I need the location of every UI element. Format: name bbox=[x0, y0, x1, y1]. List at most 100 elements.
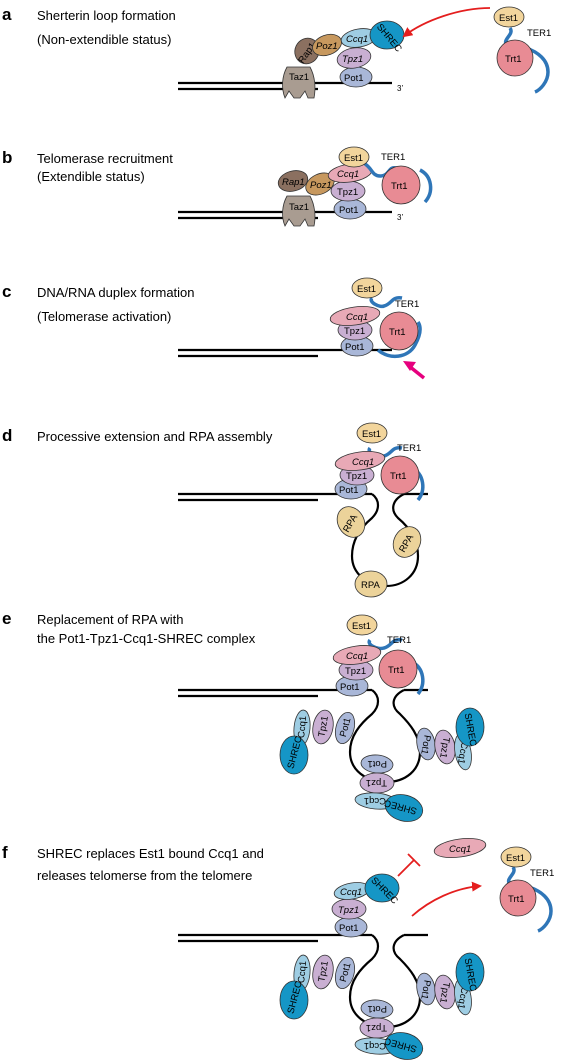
panel-f-release-arrow bbox=[411, 881, 482, 917]
panel-c-ccq1-label: Ccq1 bbox=[346, 312, 368, 323]
panel-b: b Telomerase recruitment (Extendible sta… bbox=[2, 146, 433, 227]
panel-c-est1-label: Est1 bbox=[357, 284, 376, 295]
panel-f-left-complex: Pot1 Tpz1 Ccq1 SHREC bbox=[279, 954, 356, 1020]
panel-e-left-complex: Pot1 Tpz1 Ccq1 SHREC bbox=[279, 709, 356, 775]
panel-f-left-tpz1-label: Tpz1 bbox=[316, 960, 331, 983]
panel-f-telomerase-free: Est1 Trt1 TER1 bbox=[499, 846, 554, 933]
panel-e-right-shrec bbox=[455, 707, 485, 747]
panel-f-bottom-pot1-label: Pot1 bbox=[367, 1003, 387, 1014]
panel-c-activation-arrow bbox=[403, 361, 426, 380]
panel-e-est1-label: Est1 bbox=[352, 621, 371, 632]
panel-b-tpz1-label: Tpz1 bbox=[337, 187, 358, 198]
panel-b-rap1 bbox=[277, 170, 309, 192]
panel-c-est1 bbox=[351, 277, 383, 299]
panel-e-bottom-pot1-label: Pot1 bbox=[367, 758, 387, 769]
panel-e-ccq1-label: Ccq1 bbox=[346, 651, 368, 662]
panel-b-pot1-label: Pot1 bbox=[339, 205, 359, 216]
panel-d-est1 bbox=[356, 422, 388, 444]
panel-b-rap1-label: Rap1 bbox=[282, 177, 305, 188]
panel-a-caption-line2: (Non-extendible status) bbox=[37, 32, 171, 47]
panel-f-right-complex: Pot1 Tpz1 Ccq1 SHREC bbox=[416, 952, 485, 1016]
panel-e-ccq1 bbox=[332, 645, 382, 665]
panel-letter-d: d bbox=[2, 426, 12, 445]
panel-f-bottom-ccq1-label: Ccq1 bbox=[364, 1040, 386, 1051]
panel-a-three-prime: 3’ bbox=[397, 84, 403, 93]
panel-a-est1 bbox=[493, 6, 525, 28]
panel-d-caption-line1: Processive extension and RPA assembly bbox=[37, 429, 273, 444]
panel-b-ter1-rna-tail bbox=[419, 168, 433, 204]
panel-a-taz1 bbox=[282, 66, 316, 99]
panel-f-released-ccq1 bbox=[433, 837, 487, 859]
panel-d: d Processive extension and RPA assembly … bbox=[2, 422, 428, 598]
panel-a-trt1-label: Trt1 bbox=[505, 54, 522, 65]
panel-e-est1 bbox=[346, 614, 378, 636]
panel-c-pot1-label: Pot1 bbox=[345, 342, 365, 353]
panel-d-ccq1 bbox=[334, 451, 386, 471]
panel-b-est1 bbox=[338, 146, 370, 168]
panel-f-left-ccq1-label: Ccq1 bbox=[296, 960, 309, 983]
panel-e-caption-line1: Replacement of RPA with bbox=[37, 612, 183, 627]
panel-d-ter1-label: TER1 bbox=[397, 443, 421, 454]
panel-c-tpz1-label: Tpz1 bbox=[344, 326, 365, 337]
panel-d-tpz1-label: Tpz1 bbox=[346, 471, 367, 482]
panel-f: f SHREC replaces Est1 bound Ccq1 and rel… bbox=[2, 837, 554, 1060]
panel-a-trt1 bbox=[496, 39, 534, 77]
panel-b-caption-line1: Telomerase recruitment bbox=[37, 151, 173, 166]
panel-e-tpz1-label: Tpz1 bbox=[345, 666, 366, 677]
panel-e: e Replacement of RPA with the Pot1-Tpz1-… bbox=[2, 609, 485, 822]
panel-f-left-pot1 bbox=[334, 956, 356, 990]
panel-c-trt1-label: Trt1 bbox=[389, 327, 406, 338]
panel-f-shrec bbox=[364, 873, 400, 903]
panel-e-left-ccq1-label: Ccq1 bbox=[296, 715, 309, 738]
panel-letter-e: e bbox=[2, 609, 11, 628]
panel-c-caption-line2: (Telomerase activation) bbox=[37, 309, 171, 324]
panel-f-left-tpz1 bbox=[312, 954, 334, 990]
panel-a-poz1-label: Poz1 bbox=[316, 41, 338, 52]
panel-f-pot1-label: Pot1 bbox=[339, 923, 359, 934]
panel-f-bottom-shrec bbox=[384, 1032, 424, 1060]
panel-f-right-pot1-label: Pot1 bbox=[418, 979, 432, 1000]
panel-f-ter1-label: TER1 bbox=[530, 868, 554, 879]
panel-d-rpa-bottom-label: RPA bbox=[361, 580, 380, 591]
panel-e-bottom-ccq1-label: Ccq1 bbox=[364, 795, 386, 806]
panel-f-caption-line2: releases telomerse from the telomere bbox=[37, 868, 252, 883]
panel-e-trt1 bbox=[378, 649, 418, 689]
panel-a-recruit-arrow bbox=[402, 7, 491, 38]
panel-f-left-shrec bbox=[279, 980, 309, 1020]
panel-f-bottom-complex: Pot1 Tpz1 Ccq1 SHREC bbox=[354, 999, 424, 1060]
panel-c-trt1 bbox=[379, 311, 419, 351]
panel-f-caption-line1: SHREC replaces Est1 bound Ccq1 and bbox=[37, 846, 264, 861]
panel-d-rpa-right bbox=[392, 526, 422, 558]
panel-a-tpz1-label: Tpz1 bbox=[342, 54, 363, 65]
panel-a-taz1-label: Taz1 bbox=[289, 72, 309, 83]
panel-a-pot1-label: Pot1 bbox=[344, 73, 364, 84]
panel-a-ccq1-label: Ccq1 bbox=[346, 34, 368, 45]
panel-letter-a: a bbox=[2, 5, 12, 24]
panel-e-right-complex: Pot1 Tpz1 Ccq1 SHREC bbox=[416, 707, 485, 771]
panel-b-three-prime: 3’ bbox=[397, 213, 403, 222]
panel-f-left-pot1-label: Pot1 bbox=[338, 962, 354, 984]
panel-e-pot1-label: Pot1 bbox=[340, 682, 360, 693]
panel-b-poz1-label: Poz1 bbox=[310, 180, 332, 191]
panel-e-right-pot1-label: Pot1 bbox=[418, 734, 432, 755]
panel-c-caption-line1: DNA/RNA duplex formation bbox=[37, 285, 195, 300]
panel-d-rpa-left bbox=[336, 506, 366, 538]
panel-c-ccq1 bbox=[329, 306, 381, 326]
panel-f-ccq1-label: Ccq1 bbox=[340, 887, 362, 898]
panel-f-right-ccq1-label: Ccq1 bbox=[455, 986, 470, 1010]
panel-e-caption-line2: the Pot1-Tpz1-Ccq1-SHREC complex bbox=[37, 631, 256, 646]
panel-e-left-pot1-label: Pot1 bbox=[338, 717, 354, 739]
panel-b-ccq1-label: Ccq1 bbox=[337, 169, 359, 180]
panel-e-left-pot1 bbox=[334, 711, 356, 745]
panel-b-taz1 bbox=[282, 195, 316, 227]
panel-f-tpz1-label: Tpz1 bbox=[338, 905, 359, 916]
panel-e-right-tpz1-label: Tpz1 bbox=[437, 736, 452, 759]
panel-a-est1-label: Est1 bbox=[499, 13, 518, 24]
panel-c-ter1-rna bbox=[369, 295, 403, 309]
panel-a-telomerase-free: Est1 Trt1 TER1 bbox=[493, 6, 551, 94]
panel-b-est1-label: Est1 bbox=[344, 153, 363, 164]
panel-e-left-tpz1 bbox=[312, 709, 334, 745]
panel-e-ter1-rna bbox=[367, 637, 403, 651]
panel-b-trt1-label: Trt1 bbox=[391, 181, 408, 192]
panel-f-est1-label: Est1 bbox=[506, 853, 525, 864]
